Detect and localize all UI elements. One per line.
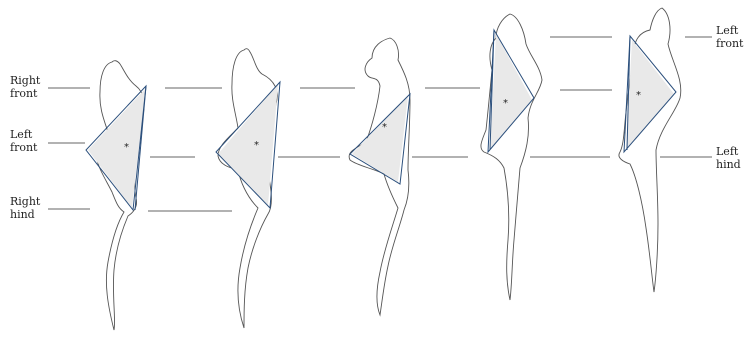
rat-5-marker: * bbox=[636, 90, 641, 101]
label-left-front: Left front bbox=[10, 128, 37, 154]
label-right-hind: Right hind bbox=[10, 195, 40, 221]
label-left-front-right-line1: Left bbox=[716, 24, 743, 37]
rat-3-marker: * bbox=[382, 122, 387, 133]
label-right-hind-line2: hind bbox=[10, 208, 40, 221]
rat-2: * bbox=[216, 49, 280, 328]
label-left-front-line1: Left bbox=[10, 128, 37, 141]
label-left-hind-line2: hind bbox=[716, 158, 741, 171]
rat-1-marker: * bbox=[124, 142, 129, 153]
label-left-front-line2: front bbox=[10, 141, 37, 154]
rat-3: * bbox=[349, 38, 410, 315]
rat-1: * bbox=[86, 61, 146, 330]
label-left-hind: Left hind bbox=[716, 145, 741, 171]
rat-5-body bbox=[619, 8, 681, 292]
label-right-front: Right front bbox=[10, 74, 40, 100]
rat-4-marker: * bbox=[503, 98, 508, 109]
label-right-front-line2: front bbox=[10, 87, 40, 100]
rat-2-marker: * bbox=[254, 140, 259, 151]
rat-5: * bbox=[619, 8, 681, 292]
label-right-hind-line1: Right bbox=[10, 195, 40, 208]
label-left-front-right: Left front bbox=[716, 24, 743, 50]
label-right-front-line1: Right bbox=[10, 74, 40, 87]
label-left-front-right-line2: front bbox=[716, 37, 743, 50]
label-left-hind-line1: Left bbox=[716, 145, 741, 158]
